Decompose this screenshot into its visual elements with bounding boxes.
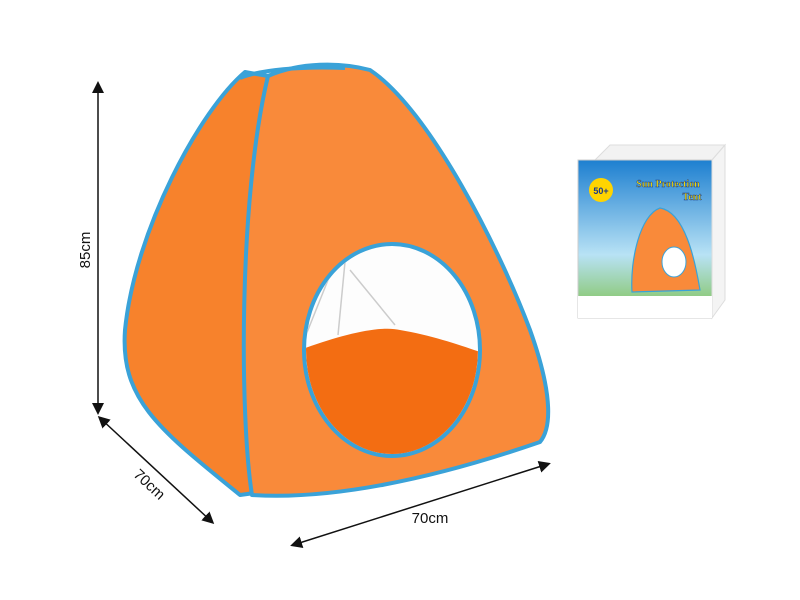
width-dimension: 70cm — [290, 461, 551, 548]
box-title-line2: Tent — [682, 192, 702, 203]
product-box: 50+ Sun Protection Tent — [577, 143, 727, 320]
depth-label: 70cm — [130, 466, 168, 503]
box-title-line1: Sun Protection — [636, 179, 700, 190]
tent — [122, 62, 551, 498]
tent-window — [302, 242, 482, 458]
uv-badge: 50+ — [593, 186, 608, 196]
height-dimension: 85cm — [77, 81, 104, 415]
width-label: 70cm — [412, 510, 449, 527]
height-label: 85cm — [77, 232, 94, 269]
